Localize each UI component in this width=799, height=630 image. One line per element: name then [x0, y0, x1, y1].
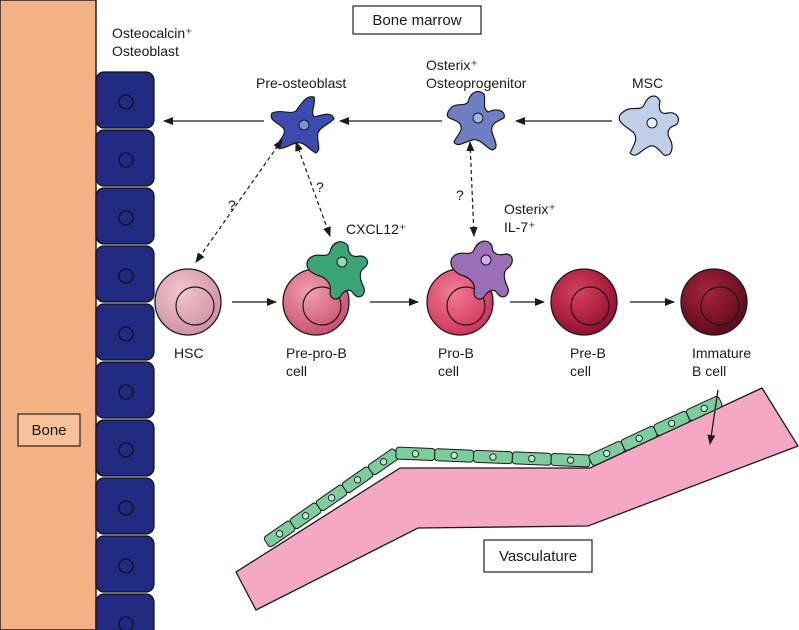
endothelial-cell	[315, 484, 348, 512]
immature-b-label-line1: Immature	[692, 345, 751, 361]
osteoblast-label-line1: Osteocalcin⁺	[112, 25, 193, 41]
il7-label-line2: IL-7⁺	[504, 219, 536, 235]
pre-pro-b-label-line2: cell	[286, 363, 307, 379]
osteoprogenitor-cell	[446, 90, 505, 151]
endothelial-cell	[472, 449, 513, 465]
endothelial-lining	[263, 395, 723, 548]
hsc-label: HSC	[174, 345, 204, 361]
endothelial-cell	[395, 446, 436, 461]
osteoblast-cell	[95, 187, 155, 245]
pre-osteoblast-hsc-dashed-arrow	[195, 139, 283, 263]
osteoblast-cell	[95, 535, 155, 593]
pre-osteoblast-label: Pre-osteoblast	[256, 75, 346, 91]
osteoblast-cell	[95, 419, 155, 477]
cxcl12-stromal-cell	[306, 241, 369, 300]
osteoprogenitor-label-line2: Osteoprogenitor	[426, 75, 527, 91]
bone-marrow-label: Bone marrow	[372, 12, 461, 29]
pre-osteoblast-cxcl12-question: ?	[316, 179, 324, 195]
osteoblast-cell	[95, 303, 155, 361]
vasculature-label: Vasculature	[499, 548, 577, 565]
bone-label-box	[17, 413, 81, 447]
pre-pro-b-label-line1: Pre-pro-B	[286, 345, 347, 361]
il7-stromal-cell	[450, 240, 513, 300]
endothelial-cell	[263, 520, 296, 548]
pre-osteoblast-cell	[270, 96, 335, 154]
osteoblast-cell	[95, 361, 155, 419]
hsc-cell	[154, 268, 222, 336]
osteoprogenitor-il7-dashed-arrow	[466, 141, 478, 237]
bone-region	[0, 0, 97, 630]
pro-b-label-line1: Pro-B	[438, 345, 474, 361]
pre-osteoblast-cxcl12-dashed-arrow	[295, 141, 331, 237]
pre-osteoblast-hsc-question: ?	[228, 197, 236, 213]
osteoprogenitor-label-line1: Osterix⁺	[426, 57, 478, 73]
vasculature-label-box	[483, 539, 593, 573]
pro-b-label-line2: cell	[438, 363, 459, 379]
pre-b-label-line1: Pre-B	[570, 345, 606, 361]
osteoblast-cell	[95, 245, 155, 303]
pre-b-cell	[550, 268, 618, 336]
immature-b-label-line2: B cell	[692, 363, 726, 379]
endothelial-cell	[511, 451, 552, 466]
msc-label: MSC	[632, 75, 663, 91]
endothelial-cell	[685, 395, 723, 421]
osteoblast-column	[95, 71, 155, 630]
osteoblast-cell	[95, 477, 155, 535]
cxcl12-label: CXCL12⁺	[346, 221, 406, 237]
osteoblast-cell	[95, 593, 155, 630]
immature-b-cell	[680, 268, 748, 336]
msc-cell	[618, 95, 680, 156]
endothelial-cell	[434, 448, 475, 463]
bone-marrow-label-box	[352, 5, 482, 35]
osteoblast-cell	[95, 71, 155, 129]
blood-vessel	[235, 387, 799, 611]
pre-b-label-line2: cell	[570, 363, 591, 379]
osteoblast-cell	[95, 129, 155, 187]
endothelial-cell	[550, 453, 591, 468]
bone-label: Bone	[31, 422, 66, 439]
osteoprogenitor-il7-question: ?	[456, 187, 464, 203]
osteoblast-label-line2: Osteoblast	[112, 43, 179, 59]
il7-label-line1: Osterix⁺	[504, 201, 556, 217]
b-cell-egress-arrow	[707, 389, 719, 445]
